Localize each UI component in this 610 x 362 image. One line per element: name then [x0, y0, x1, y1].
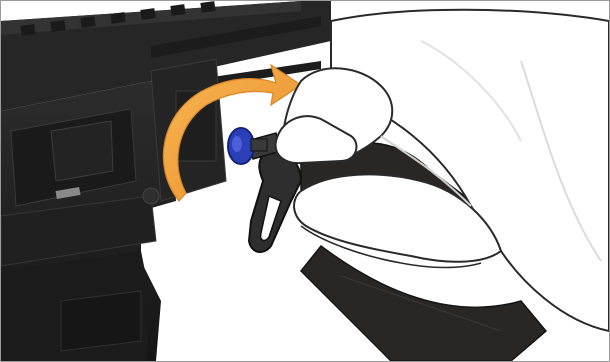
sling-attachment-illustration [1, 1, 609, 361]
illustration-frame [0, 0, 610, 362]
